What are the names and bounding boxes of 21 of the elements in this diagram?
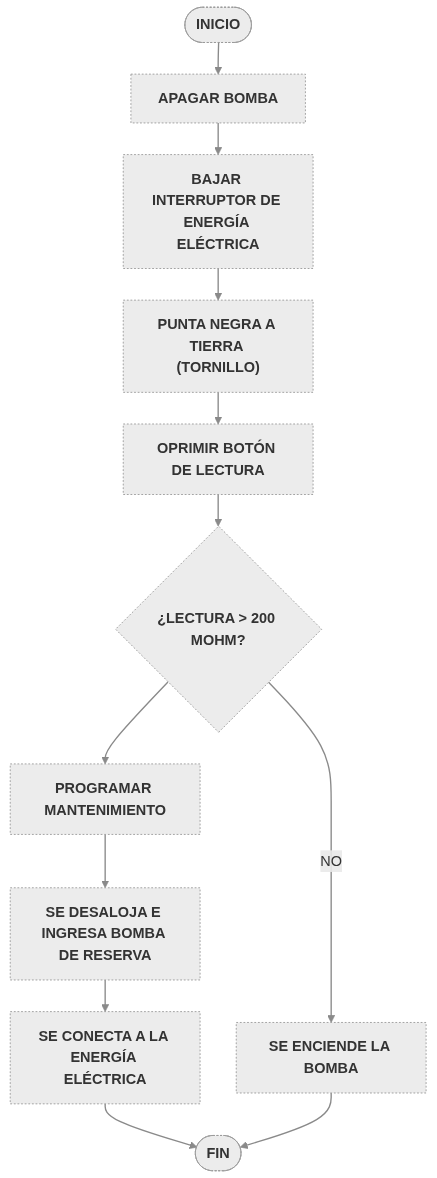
arrow	[101, 979, 110, 1012]
edge-label: NO	[320, 852, 343, 869]
node-box: PUNTA NEGRA A TIERRA (TORNILLO)	[123, 299, 314, 393]
node-box: APAGAR BOMBA	[130, 73, 307, 124]
node-box: SE CONECTA A LA ENERGÍA ELÉCTRICA	[10, 1011, 201, 1105]
arrow	[104, 1103, 198, 1149]
node-box: PROGRAMAR MANTENIMIENTO	[10, 763, 201, 835]
node-diamond: ¿LECTURA > 200 MOHM?	[115, 525, 323, 733]
arrow	[214, 122, 223, 155]
arrow	[214, 42, 223, 75]
arrow	[214, 391, 223, 425]
node-box: OPRIMIR BOTÓN DE LECTURA	[123, 423, 314, 495]
arrow	[101, 681, 169, 765]
node-box: SE DESALOJA E INGRESA BOMBA DE RESERVA	[10, 887, 201, 981]
node-box: SE ENCIENDE LA BOMBA	[236, 1022, 427, 1094]
node-box: BAJAR INTERRUPTOR DE ENERGÍA ELÉCTRICA	[123, 154, 314, 269]
arrow	[268, 681, 336, 1023]
arrow	[240, 1092, 333, 1149]
arrow	[101, 833, 110, 889]
arrow	[214, 267, 223, 301]
arrow	[214, 493, 223, 527]
